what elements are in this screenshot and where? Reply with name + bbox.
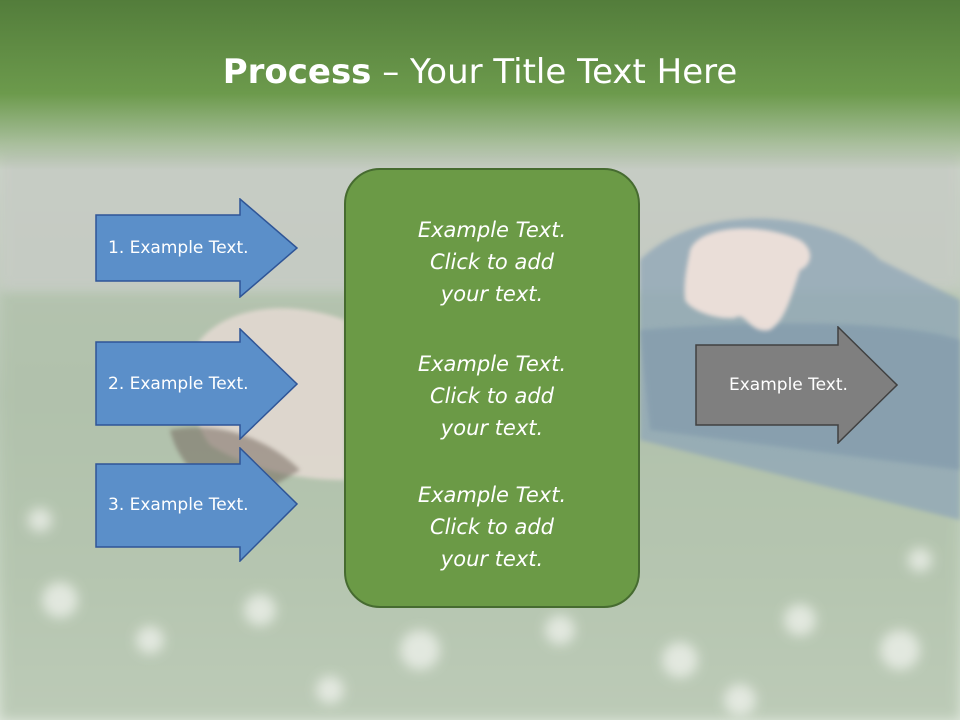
title-banner: [0, 0, 960, 170]
slide-title: Process – Your Title Text Here: [0, 52, 960, 92]
center-text-block: Example Text. Click to add your text.: [346, 348, 638, 444]
arrow-right-icon: [95, 198, 298, 298]
center-text-block: Example Text. Click to add your text.: [346, 214, 638, 310]
title-bold: Process: [222, 52, 372, 92]
arrow-right-icon: [95, 328, 298, 440]
block-line: Example Text.: [417, 218, 567, 242]
result-label: Example Text.: [729, 375, 848, 395]
step-label: 3. Example Text.: [108, 494, 249, 515]
process-result[interactable]: Example Text.: [695, 326, 898, 444]
arrow-right-icon: [95, 447, 298, 562]
step-label: 1. Example Text.: [108, 238, 249, 258]
arrow-right-icon: [695, 326, 898, 444]
block-line: your text.: [440, 547, 544, 571]
process-step-2[interactable]: 2. Example Text.: [95, 328, 298, 440]
title-rest: – Your Title Text Here: [371, 52, 738, 92]
process-step-3[interactable]: 3. Example Text.: [95, 447, 298, 562]
block-line: Click to add: [429, 515, 554, 539]
block-line: Example Text.: [417, 352, 567, 376]
block-line: Example Text.: [417, 483, 567, 507]
block-line: Click to add: [429, 250, 554, 274]
center-text-block: Example Text. Click to add your text.: [346, 479, 638, 575]
process-step-1[interactable]: 1. Example Text.: [95, 198, 298, 298]
block-line: your text.: [440, 416, 544, 440]
block-line: Click to add: [429, 384, 554, 408]
center-content-box[interactable]: Example Text. Click to add your text. Ex…: [344, 168, 640, 608]
block-line: your text.: [440, 282, 544, 306]
step-label: 2. Example Text.: [108, 374, 249, 394]
